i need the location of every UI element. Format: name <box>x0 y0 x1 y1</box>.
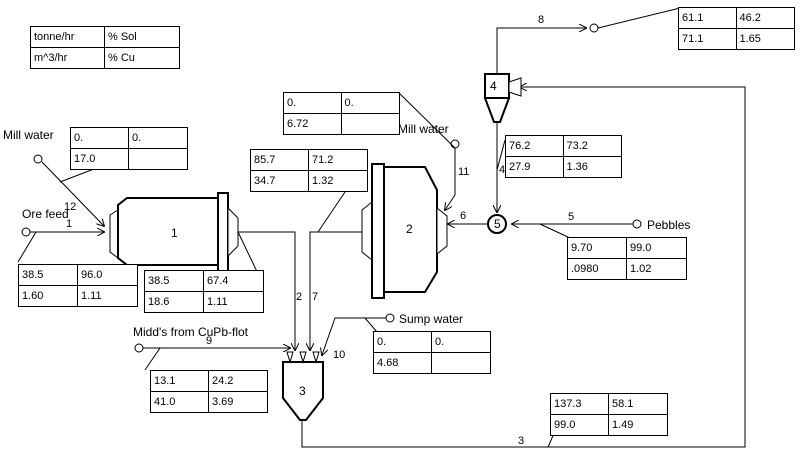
unit-5-label: 5 <box>494 217 501 231</box>
midds-source <box>134 343 144 353</box>
table-cell: 85.7 <box>251 150 309 171</box>
table-cell: 41.0 <box>151 392 209 412</box>
table-cell: 73.2 <box>563 136 621 157</box>
stream-6-label: 6 <box>460 210 467 222</box>
table-cell <box>342 114 400 134</box>
table-cell: 1.60 <box>19 286 78 306</box>
mill-1 <box>109 192 239 272</box>
table-cell <box>432 353 490 373</box>
legend-cell: % Cu <box>108 52 135 64</box>
table-cell: 76.2 <box>506 136 564 157</box>
stream-9-label: 9 <box>206 335 213 347</box>
table-cell: 58.1 <box>609 394 667 415</box>
table-cell: 46.2 <box>736 8 794 29</box>
unit-4-label: 4 <box>490 79 497 93</box>
table-cell: 0. <box>341 93 399 114</box>
table-mill1-discharge: 38.5 67.4 18.6 1.11 <box>144 270 264 313</box>
mill-water-left-label: Mill water <box>3 128 54 142</box>
table-cell: 137.3 <box>551 394 609 415</box>
mill-water-right-label: Mill water <box>398 122 449 136</box>
legend-cell: m^3/hr <box>31 48 105 68</box>
table-mill-water-left: 0. 0. 17.0 <box>70 127 188 170</box>
stream-4-label: 4 <box>499 164 506 176</box>
table-sump-discharge: 137.3 58.1 99.0 1.49 <box>550 393 668 436</box>
table-cell: 3.69 <box>212 396 234 408</box>
table-cell: 34.7 <box>251 171 309 191</box>
table-cell: 61.1 <box>679 8 737 29</box>
legend-cell: % Sol <box>105 27 179 48</box>
table-cell: 27.9 <box>506 157 564 177</box>
table-cell: 99.0 <box>551 415 609 435</box>
sump-3 <box>282 351 324 421</box>
table-cell: 17.0 <box>71 149 129 169</box>
pump-5 <box>487 214 507 234</box>
mill-water-right-source <box>450 139 460 149</box>
pebbles-label: Pebbles <box>647 218 691 232</box>
stream-7-label: 7 <box>312 291 319 303</box>
legend-table: tonne/hr % Sol m^3/hr % Cu <box>30 26 180 69</box>
table-cell: 1.02 <box>630 263 652 275</box>
ore-feed-source <box>21 227 31 237</box>
table-cell: 38.5 <box>145 271 204 292</box>
stream-12-label: 12 <box>64 201 77 213</box>
table-cell: 1.11 <box>207 296 228 308</box>
stream-3-label: 3 <box>518 435 525 447</box>
table-cell: 18.6 <box>145 292 204 312</box>
table-cell: 0. <box>129 128 187 149</box>
table-cell: 71.1 <box>679 29 737 49</box>
unit-3-label: 3 <box>299 384 306 398</box>
table-cell: 38.5 <box>19 265 78 286</box>
midds-label: Midd's from CuPb-flot <box>133 325 248 339</box>
unit-1-label: 1 <box>171 226 178 240</box>
sump-water-label: Sump water <box>399 312 464 326</box>
table-cell: 99.0 <box>627 238 686 259</box>
stream-5-label: 5 <box>568 211 575 223</box>
table-cell: 1.65 <box>739 33 761 45</box>
stream-8-label: 8 <box>538 14 545 26</box>
table-cell: 0. <box>71 128 129 149</box>
stream-11-label: 11 <box>458 166 470 178</box>
table-cell: 6.72 <box>284 114 342 134</box>
table-cell: 24.2 <box>209 371 267 392</box>
table-ore-feed: 38.5 96.0 1.60 1.11 <box>18 264 138 307</box>
pebbles-source <box>632 219 642 229</box>
table-cell: 71.2 <box>309 150 367 171</box>
table-sump-water: 0. 0. 4.68 <box>373 331 491 374</box>
mill-2 <box>361 163 448 299</box>
stream-1-label: 1 <box>66 218 73 230</box>
table-cell: 13.1 <box>151 371 209 392</box>
table-cell <box>129 149 187 169</box>
table-cell: 1.32 <box>312 175 334 187</box>
table-cell: 0. <box>374 332 432 353</box>
table-cyclone-overflow: 61.1 46.2 71.1 1.65 <box>678 7 795 50</box>
cyclone-4 <box>483 73 522 123</box>
ore-feed-label: Ore feed <box>22 207 69 221</box>
stream-10-label: 10 <box>333 349 346 361</box>
sump-water-source <box>385 313 395 323</box>
table-cell: 1.11 <box>81 290 102 302</box>
stream-2-label: 2 <box>296 291 303 303</box>
table-midds: 13.1 24.2 41.0 3.69 <box>150 370 268 413</box>
table-cell: 67.4 <box>204 271 263 292</box>
table-stream-4: 76.2 73.2 27.9 1.36 <box>505 135 622 178</box>
table-cell: 0. <box>432 332 490 353</box>
table-stream-7: 85.7 71.2 34.7 1.32 <box>250 149 368 192</box>
table-cell: 9.70 <box>568 238 627 259</box>
table-mill-water-right: 0. 0. 6.72 <box>283 92 400 135</box>
table-cell: 4.68 <box>374 353 432 373</box>
table-cell: 1.49 <box>612 419 634 431</box>
table-pebbles: 9.70 99.0 .0980 1.02 <box>567 237 687 280</box>
table-cell: .0980 <box>568 259 627 279</box>
table-cell: 1.36 <box>566 161 588 173</box>
mill-water-left-source <box>33 154 43 164</box>
table-cell: 0. <box>284 93 342 114</box>
legend-cell: tonne/hr <box>31 27 105 48</box>
table-cell: 96.0 <box>78 265 137 286</box>
unit-2-label: 2 <box>406 222 413 236</box>
